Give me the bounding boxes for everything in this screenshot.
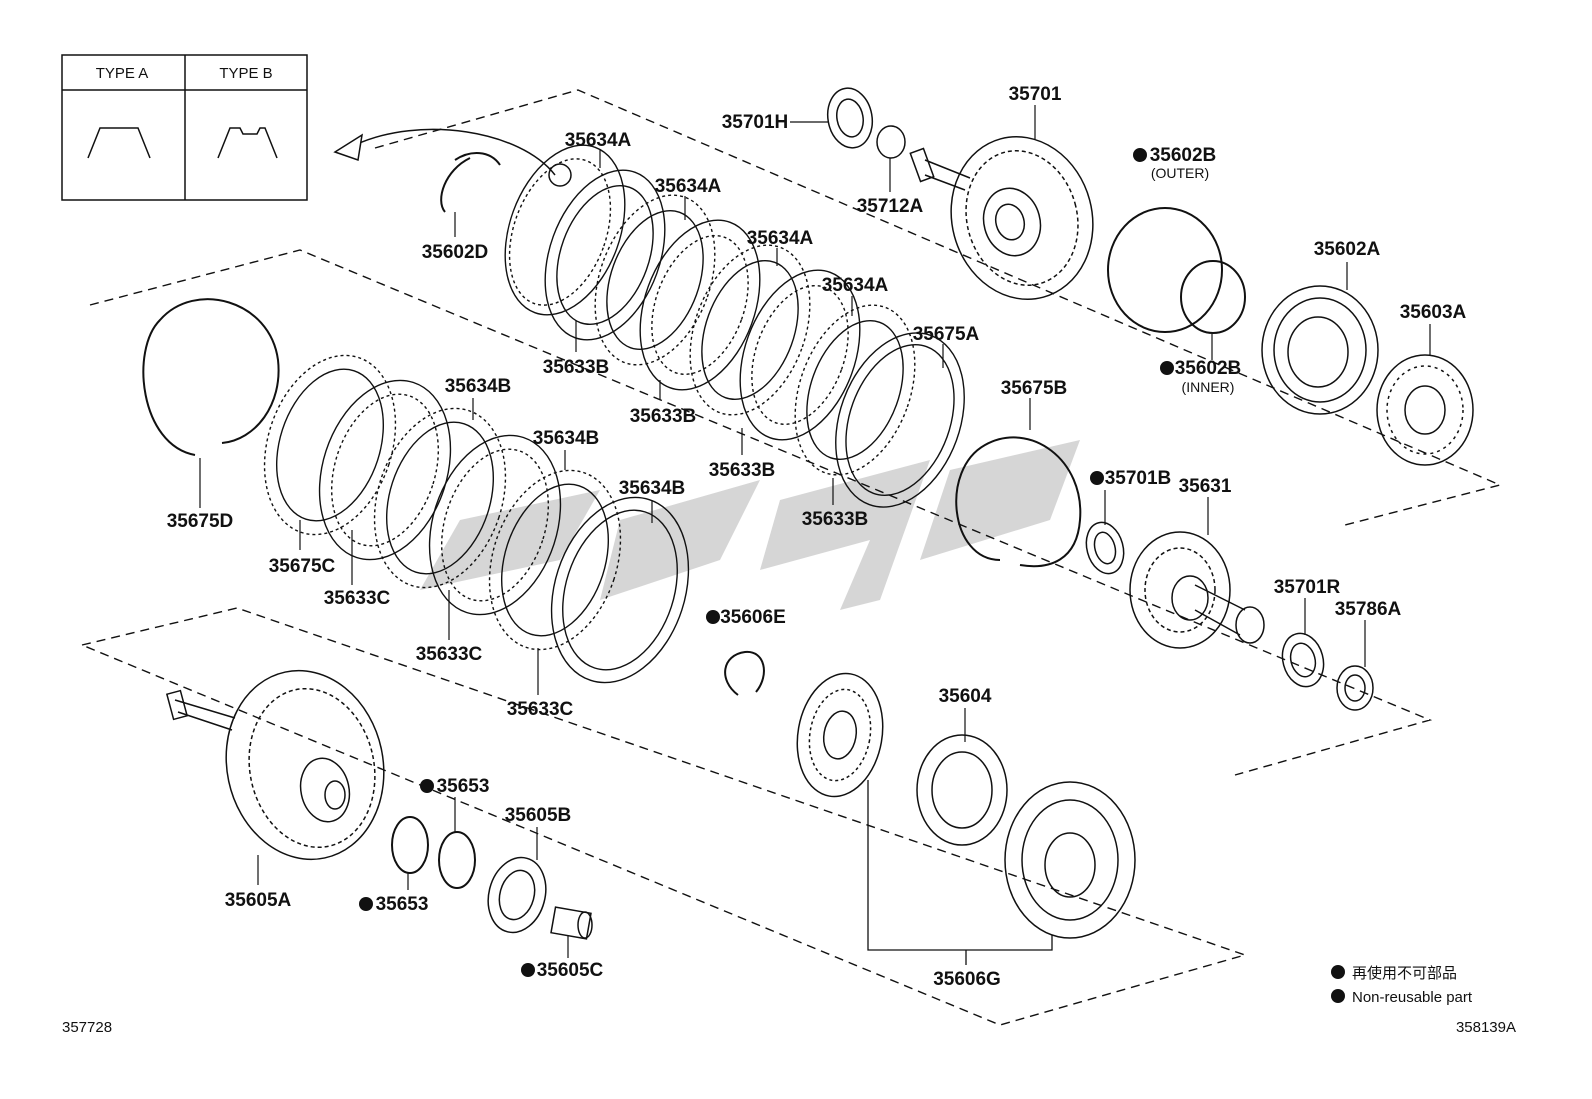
type-inset: TYPE A TYPE B — [61, 54, 308, 201]
spring-retainer-35603A — [1376, 354, 1474, 466]
label-35606G: 35606G — [933, 969, 1001, 990]
planetary-35606G — [796, 672, 1136, 965]
label-35675B: 35675B — [1001, 378, 1068, 399]
label-35653-1: 35653 — [437, 776, 490, 797]
snap-ring-35675D — [142, 298, 280, 456]
drum-35701 — [826, 87, 1094, 301]
label-35701: 35701 — [1009, 84, 1062, 105]
detail-circle — [548, 163, 572, 187]
upper-clutch-pack — [440, 144, 965, 508]
non-reusable-dot — [1160, 361, 1174, 375]
bearing-35605B — [487, 856, 547, 934]
non-reusable-dot — [1133, 148, 1147, 162]
label-35633B-4: 35633B — [802, 509, 869, 530]
legend-dot — [1331, 989, 1345, 1003]
non-reusable-dot — [1090, 471, 1104, 485]
detail-arrow — [333, 128, 572, 187]
part-labels: 35701 35701H 35712A 35602B (OUTER) 35602… — [167, 84, 1467, 990]
label-35634A-2: 35634A — [655, 176, 722, 197]
shaft-assembly — [1085, 521, 1374, 711]
label-35633C-2: 35633C — [416, 644, 483, 665]
snap-ring-35602D — [440, 152, 501, 213]
legend: 再使用不可部品 Non-reusable part — [1331, 965, 1473, 1006]
inner-note: (INNER) — [1182, 379, 1235, 395]
label-35631: 35631 — [1179, 476, 1232, 497]
label-35602D: 35602D — [422, 242, 489, 263]
o-ring-inner-35602B — [1180, 260, 1246, 334]
seal-ring-35653-a — [391, 816, 429, 874]
label-35603A: 35603A — [1400, 302, 1467, 323]
label-35605C: 35605C — [537, 960, 604, 981]
outer-note: (OUTER) — [1151, 165, 1209, 181]
label-35634B-2: 35634B — [533, 428, 600, 449]
drum-35605A — [165, 669, 385, 861]
label-35675A: 35675A — [913, 324, 980, 345]
snap-ring-35675B — [955, 436, 1082, 568]
label-35701B: 35701B — [1105, 468, 1172, 489]
label-35701R: 35701R — [1274, 577, 1341, 598]
seal-ring-35653-b — [438, 831, 476, 889]
label-35634A-4: 35634A — [822, 275, 889, 296]
label-35633B-1: 35633B — [543, 357, 610, 378]
label-35712A: 35712A — [857, 196, 924, 217]
bearing-35605C — [550, 906, 593, 940]
type-a-profile — [87, 127, 151, 159]
non-reusable-dot — [420, 779, 434, 793]
label-35634B-1: 35634B — [445, 376, 512, 397]
label-35634A-3: 35634A — [747, 228, 814, 249]
label-35606E: 35606E — [720, 607, 786, 628]
leader-lines — [199, 105, 1431, 958]
type-b-label: TYPE B — [219, 65, 272, 82]
ref-left: 357728 — [62, 1019, 112, 1036]
label-35633B-3: 35633B — [709, 460, 776, 481]
non-reusable-dot — [359, 897, 373, 911]
legend-jp: 再使用不可部品 — [1352, 965, 1457, 982]
non-reusable-dot — [706, 610, 720, 624]
type-a-label: TYPE A — [96, 65, 149, 82]
label-35634B-3: 35634B — [619, 478, 686, 499]
type-b-profile — [217, 127, 278, 159]
label-35605B: 35605B — [505, 805, 572, 826]
label-35633B-2: 35633B — [630, 406, 697, 427]
non-reusable-dot — [521, 963, 535, 977]
label-35602A: 35602A — [1314, 239, 1381, 260]
ref-right: 358139A — [1456, 1019, 1516, 1036]
label-35605A: 35605A — [225, 890, 292, 911]
label-35602B-outer: 35602B — [1150, 145, 1217, 166]
label-35633C-1: 35633C — [324, 588, 391, 609]
legend-dot — [1331, 965, 1345, 979]
label-35786A: 35786A — [1335, 599, 1402, 620]
watermark — [420, 440, 1080, 610]
label-35604: 35604 — [939, 686, 992, 707]
label-35701H: 35701H — [722, 112, 789, 133]
label-35675C: 35675C — [269, 556, 336, 577]
o-ring-outer-35602B — [1107, 207, 1223, 333]
label-35653-2: 35653 — [376, 894, 429, 915]
label-35602B-inner: 35602B — [1175, 358, 1242, 379]
label-35634A-1: 35634A — [565, 130, 632, 151]
label-35675D: 35675D — [167, 511, 234, 532]
legend-en: Non-reusable part — [1352, 989, 1473, 1006]
group-outlines — [81, 89, 1503, 1026]
lower-clutch-pack — [263, 354, 690, 684]
piston-35602A — [1261, 285, 1379, 415]
snap-ring-35606E — [724, 650, 765, 696]
label-35633C-3: 35633C — [507, 699, 574, 720]
